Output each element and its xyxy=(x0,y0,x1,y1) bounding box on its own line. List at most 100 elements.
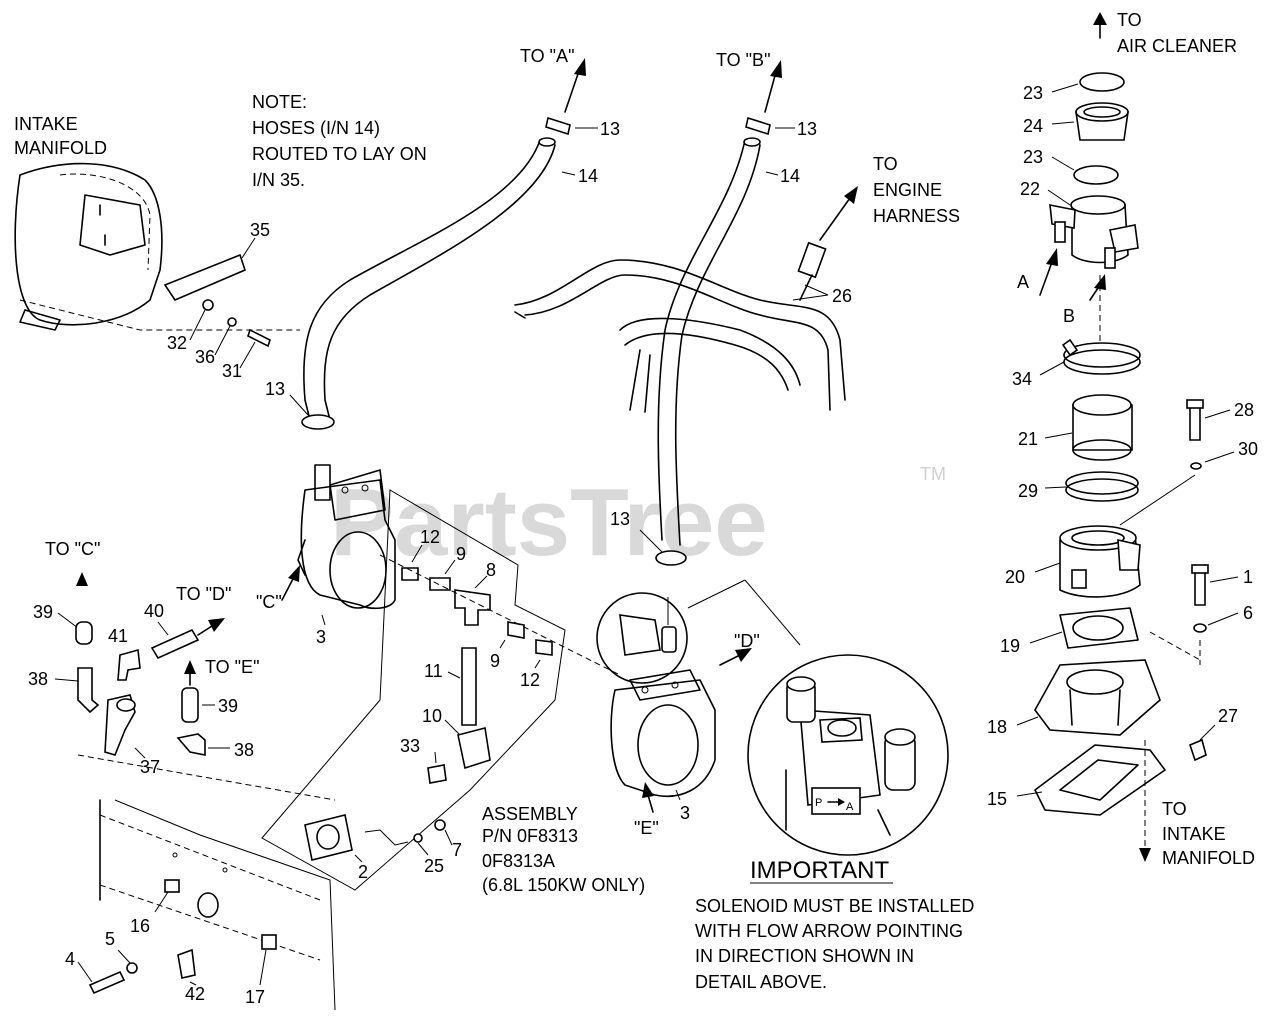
part-4-bolt xyxy=(88,970,126,995)
to-intake-manifold-1: TO xyxy=(1162,799,1187,819)
to-intake-manifold-2: INTAKE xyxy=(1162,824,1226,844)
part-label-33: 33 xyxy=(400,736,420,756)
part-label-5: 5 xyxy=(105,929,115,949)
part-12-right xyxy=(535,639,553,656)
ring-23-top xyxy=(1079,72,1125,92)
important-title: IMPORTANT xyxy=(750,857,889,884)
important-line-2: WITH FLOW ARROW POINTING xyxy=(695,921,963,941)
hose-note-4: I/N 35. xyxy=(252,170,305,190)
part-label-39-a: 39 xyxy=(33,602,53,622)
adapter-18 xyxy=(1034,659,1161,736)
part-label-26: 26 xyxy=(832,286,852,306)
part-label-20: 20 xyxy=(1005,567,1025,587)
part-label-13-b: 13 xyxy=(265,379,285,399)
to-engine-harness-3: HARNESS xyxy=(873,206,960,226)
part-label-38-b: 38 xyxy=(234,740,254,760)
part-label-3-b: 3 xyxy=(680,803,690,823)
part-label-4: 4 xyxy=(65,949,75,969)
part-label-21: 21 xyxy=(1018,429,1038,449)
washer-30 xyxy=(1190,462,1202,470)
bolt-28 xyxy=(1189,404,1201,441)
part-label-3-a: 3 xyxy=(316,627,326,647)
part-label-9-a: 9 xyxy=(456,544,466,564)
part-32-shape xyxy=(202,299,214,311)
to-intake-manifold-3: MANIFOLD xyxy=(1162,848,1255,868)
to-a-label: TO "A" xyxy=(520,46,574,66)
part-label-24: 24 xyxy=(1023,116,1043,136)
flange-2 xyxy=(304,814,353,861)
part-label-12-a: 12 xyxy=(420,527,440,547)
assembly-outline xyxy=(261,489,566,891)
part-42-bolt xyxy=(177,948,196,979)
part-31-shape xyxy=(247,328,271,348)
regulator-3-mid xyxy=(610,669,716,797)
part-40 xyxy=(150,628,200,660)
part-label-12-b: 12 xyxy=(520,670,540,690)
part-33 xyxy=(427,764,447,784)
part-label-41: 41 xyxy=(108,626,128,646)
important-line-4: DETAIL ABOVE. xyxy=(695,972,827,992)
part-label-28: 28 xyxy=(1234,400,1254,420)
clamp-13-left xyxy=(301,414,335,430)
solenoid-tag-p: P xyxy=(815,797,822,809)
part-label-40: 40 xyxy=(144,601,164,621)
solenoid-detail-large xyxy=(747,654,949,856)
part-label-9-b: 9 xyxy=(490,651,500,671)
to-engine-harness-1: TO xyxy=(873,154,898,174)
part-label-14-b: 14 xyxy=(780,166,800,186)
part-label-7: 7 xyxy=(452,840,462,860)
assembly-label-2: P/N 0F8313 xyxy=(482,826,578,846)
ring-23-mid xyxy=(1073,165,1119,185)
part-label-8: 8 xyxy=(486,560,496,580)
mixer-20 xyxy=(1059,525,1141,598)
part-38-a xyxy=(77,667,100,714)
part-label-23-b: 23 xyxy=(1023,147,1043,167)
gasket-19 xyxy=(1059,607,1139,649)
hose-note-3: ROUTED TO LAY ON xyxy=(252,144,427,164)
part-label-16: 16 xyxy=(130,916,150,936)
part-label-14-a: 14 xyxy=(578,166,598,186)
elbow-10 xyxy=(457,727,491,770)
intake-manifold-top xyxy=(14,162,300,331)
solenoid-tag-a: A xyxy=(846,801,854,813)
hose-14-mid-b xyxy=(674,144,761,546)
part-27 xyxy=(1189,738,1207,762)
e-marker: "E" xyxy=(634,818,659,838)
to-d-label: TO "D" xyxy=(176,584,231,604)
part-label-27: 27 xyxy=(1218,706,1238,726)
part-label-31: 31 xyxy=(222,361,242,381)
to-air-cleaner-2: AIR CLEANER xyxy=(1117,36,1237,56)
gasket-15 xyxy=(1034,744,1166,816)
part-label-18: 18 xyxy=(987,717,1007,737)
part-label-35: 35 xyxy=(250,220,270,240)
intake-manifold-top-label-2: MANIFOLD xyxy=(14,138,107,158)
clamp-13-mid-top xyxy=(745,116,771,136)
c-marker: "C" xyxy=(256,592,282,612)
part-label-29: 29 xyxy=(1018,481,1038,501)
part-label-22: 22 xyxy=(1020,179,1040,199)
clamp-13-mid-lower xyxy=(655,550,687,566)
hose-note-2: HOSES (I/N 14) xyxy=(252,118,380,138)
part-label-13-c: 13 xyxy=(797,119,817,139)
hose-14-left-b xyxy=(323,144,556,421)
part-12-left xyxy=(401,567,419,581)
part-label-37: 37 xyxy=(140,757,160,777)
washer-6 xyxy=(1193,623,1207,633)
part-label-34: 34 xyxy=(1012,369,1032,389)
part-label-36: 36 xyxy=(195,347,215,367)
to-c-label: TO "C" xyxy=(45,539,100,559)
part-label-39-b: 39 xyxy=(218,696,238,716)
part-label-6: 6 xyxy=(1243,603,1253,623)
clamp-13-top-a xyxy=(545,116,571,136)
d-marker: "D" xyxy=(734,631,760,651)
to-air-cleaner-1: TO xyxy=(1117,10,1142,30)
engine-harness-26 xyxy=(514,241,846,413)
hose-14-left-a xyxy=(303,139,541,421)
part-label-15: 15 xyxy=(987,789,1007,809)
important-line-3: IN DIRECTION SHOWN IN xyxy=(695,946,914,966)
to-b-label: TO "B" xyxy=(716,50,770,70)
watermark-tm: TM xyxy=(920,464,946,484)
clamp-34 xyxy=(1063,342,1141,368)
